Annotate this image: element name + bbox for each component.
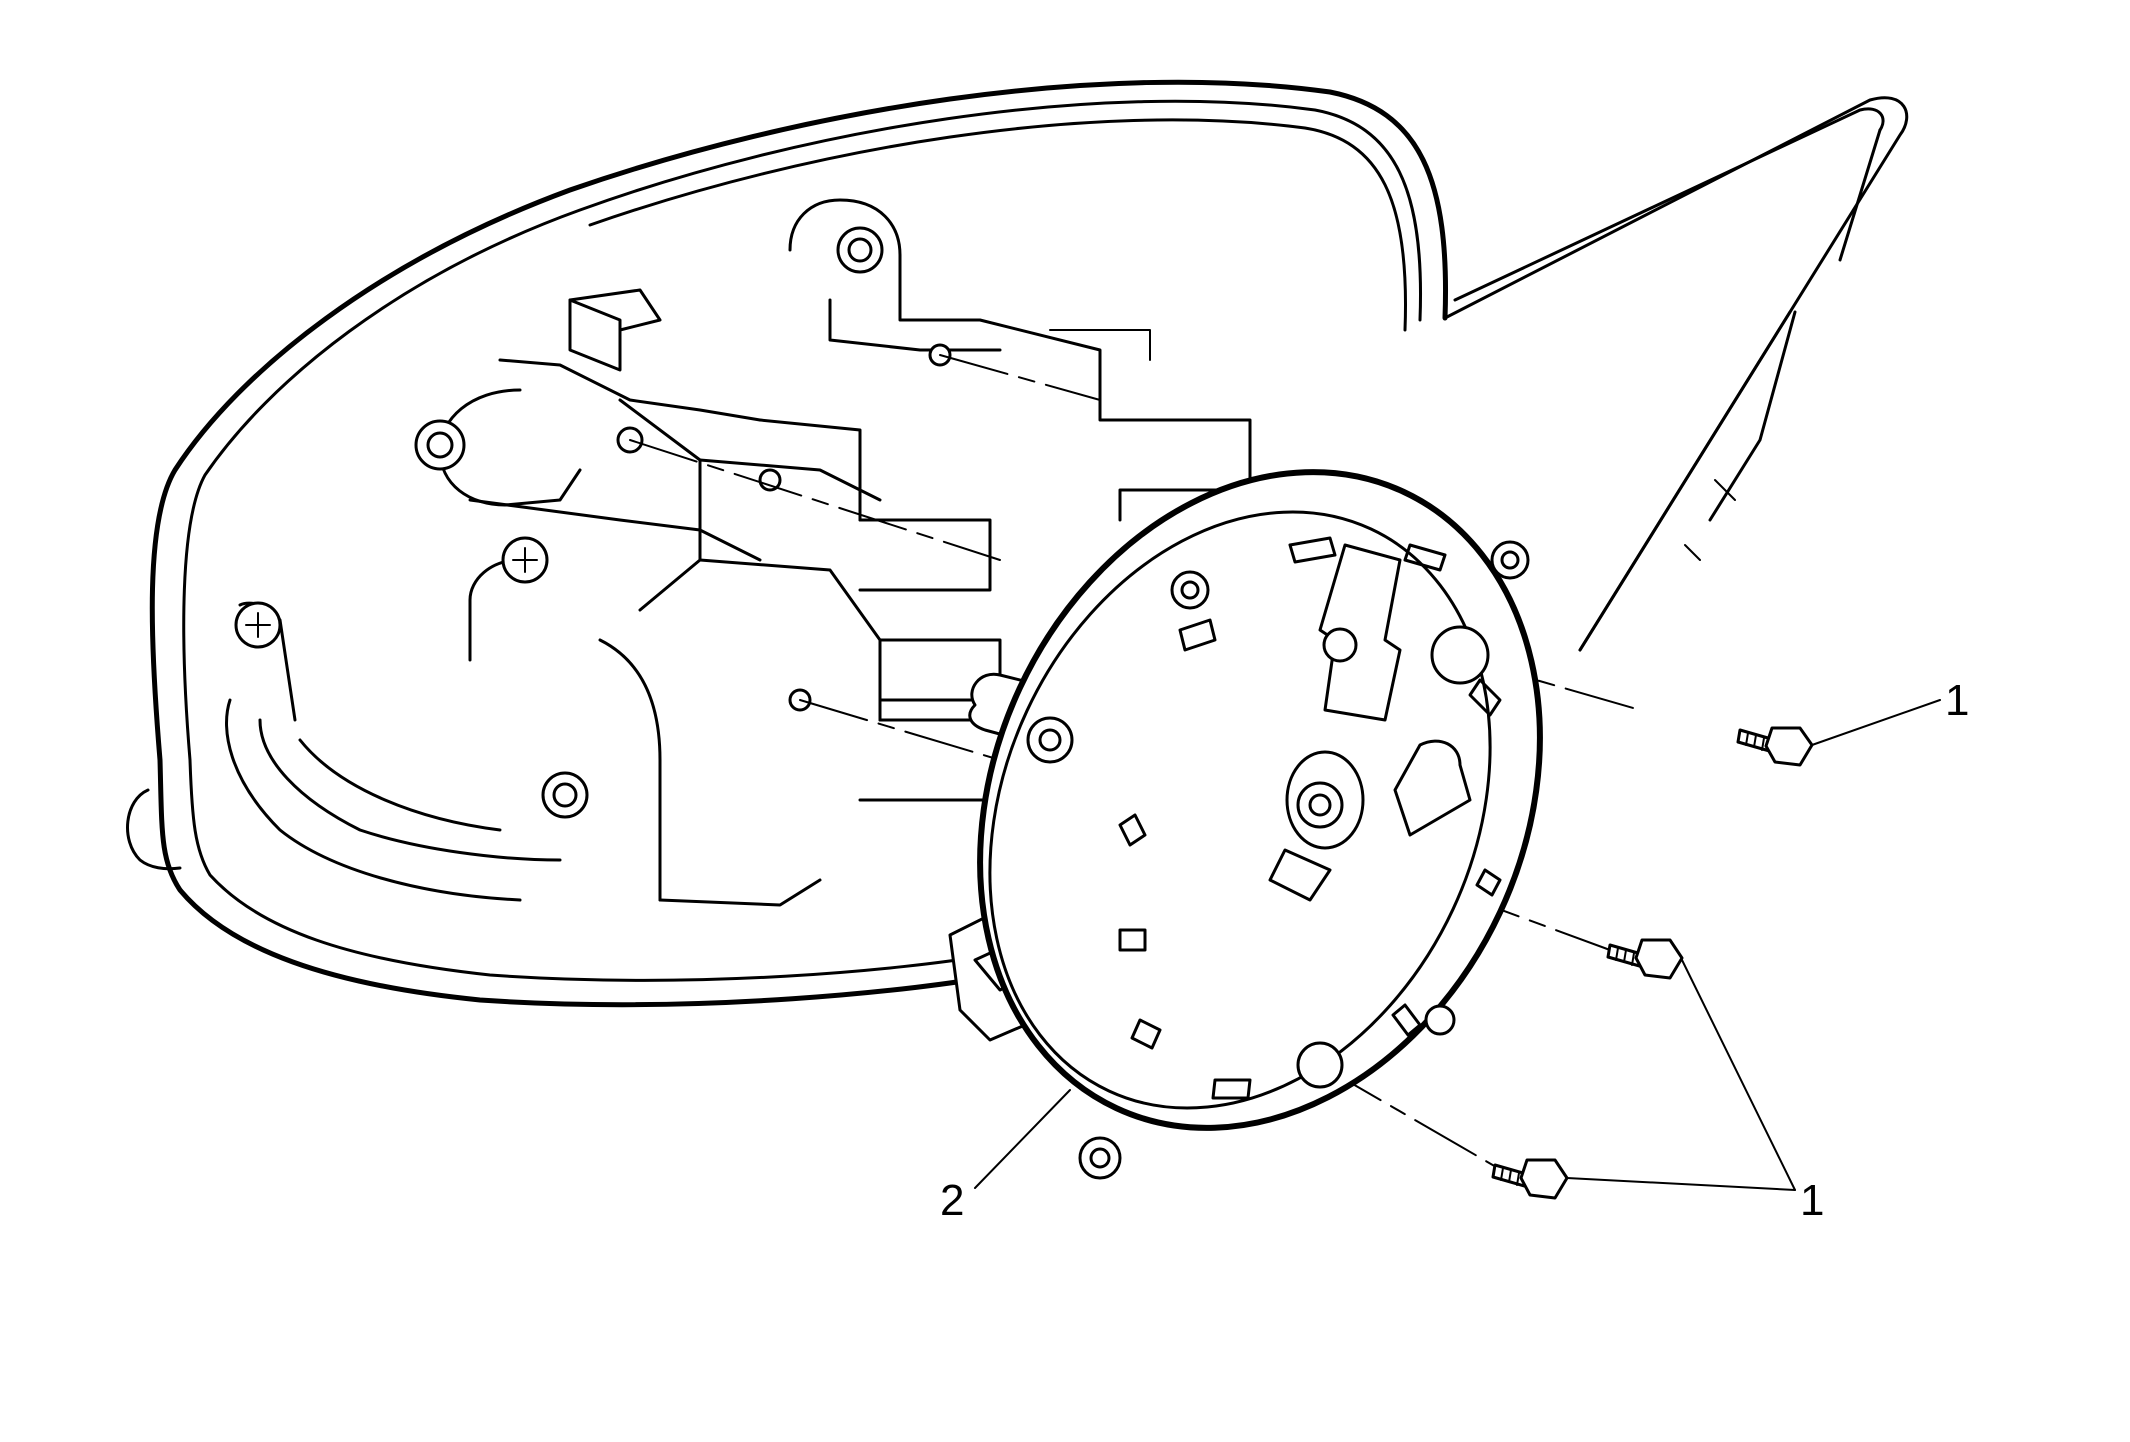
glass-actuator: [948, 469, 1543, 1180]
bolt-icon-bottom: [1491, 1158, 1569, 1200]
bolt-icon-middle: [1606, 938, 1684, 980]
mirror-housing: [126, 79, 1909, 1008]
bolt-icon-top: [1736, 726, 1814, 767]
callout-1-top: 1: [1945, 676, 1969, 725]
callout-1-bottom: 1: [1800, 1176, 1824, 1225]
callout-leaders: [974, 699, 1941, 1191]
housing-inner-frame: [225, 198, 1252, 907]
callout-2: 2: [940, 1176, 964, 1225]
